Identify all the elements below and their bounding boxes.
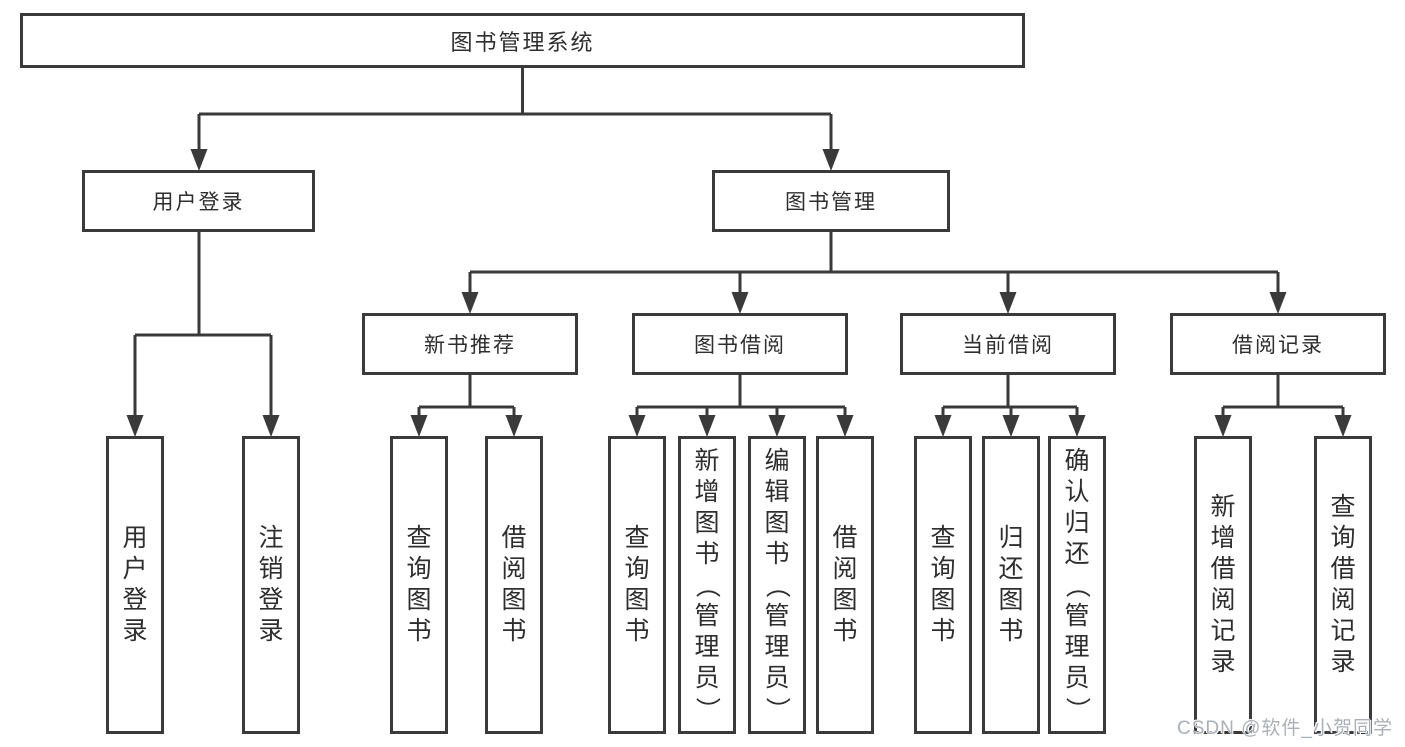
csdn-watermark: CSDN @软件_小贺同学 — [1177, 718, 1393, 739]
node-current-borrowing: 当前借阅 — [900, 313, 1116, 375]
arrowhead-down-icon — [262, 415, 280, 437]
node-leaf-query-books-3: 查询图书 — [914, 436, 972, 734]
arrowhead-down-icon — [190, 149, 208, 171]
arrowhead-down-icon — [836, 415, 854, 437]
connector-new-book-branch — [417, 375, 516, 415]
arrowhead-down-icon — [1068, 415, 1086, 437]
node-borrowing-records: 借阅记录 — [1170, 313, 1386, 375]
node-book-management: 图书管理 — [712, 170, 950, 232]
arrowhead-down-icon — [461, 292, 479, 314]
arrowhead-down-icon — [1269, 292, 1287, 314]
arrowhead-down-icon — [698, 415, 716, 437]
arrowhead-down-icon — [505, 415, 523, 437]
arrowhead-down-icon — [410, 415, 428, 437]
connector-root-to-level1 — [197, 68, 833, 150]
node-leaf-query-books-1: 查询图书 — [390, 436, 448, 734]
node-new-book-recommend: 新书推荐 — [362, 313, 578, 375]
node-leaf-add-books-admin: 新增图书（管理员） — [678, 436, 736, 734]
node-leaf-borrow-books-1: 借阅图书 — [485, 436, 543, 734]
node-leaf-user-login: 用户登录 — [106, 436, 164, 734]
node-book-borrowing: 图书借阅 — [632, 313, 848, 375]
arrowhead-down-icon — [1002, 415, 1020, 437]
node-leaf-logout: 注销登录 — [242, 436, 300, 734]
arrowhead-down-icon — [126, 415, 144, 437]
connector-borrow-records-branch — [1221, 375, 1345, 415]
arrowhead-down-icon — [768, 415, 786, 437]
connector-book-borrow-branch — [635, 375, 847, 415]
arrowhead-down-icon — [1214, 415, 1232, 437]
arrowhead-down-icon — [731, 292, 749, 314]
arrowhead-down-icon — [1334, 415, 1352, 437]
connector-user-login-branch — [133, 232, 273, 416]
arrowheads — [126, 149, 1352, 437]
node-leaf-add-borrow-record: 新增借阅记录 — [1194, 436, 1252, 734]
node-leaf-query-borrow-record: 查询借阅记录 — [1314, 436, 1372, 734]
arrowhead-down-icon — [999, 292, 1017, 314]
node-leaf-return-books: 归还图书 — [982, 436, 1040, 734]
arrowhead-down-icon — [628, 415, 646, 437]
connector-lines — [133, 68, 1345, 416]
node-user-login: 用户登录 — [82, 170, 315, 232]
connector-book-management-branch — [468, 232, 1280, 292]
node-leaf-edit-books-admin: 编辑图书（管理员） — [748, 436, 806, 734]
node-leaf-borrow-books-2: 借阅图书 — [816, 436, 874, 734]
node-root-library-system: 图书管理系统 — [20, 13, 1025, 68]
node-leaf-confirm-return-admin: 确认归还（管理员） — [1048, 436, 1106, 734]
arrowhead-down-icon — [934, 415, 952, 437]
connector-current-borrow-branch — [941, 375, 1079, 415]
arrowhead-down-icon — [822, 149, 840, 171]
node-leaf-query-books-2: 查询图书 — [608, 436, 666, 734]
